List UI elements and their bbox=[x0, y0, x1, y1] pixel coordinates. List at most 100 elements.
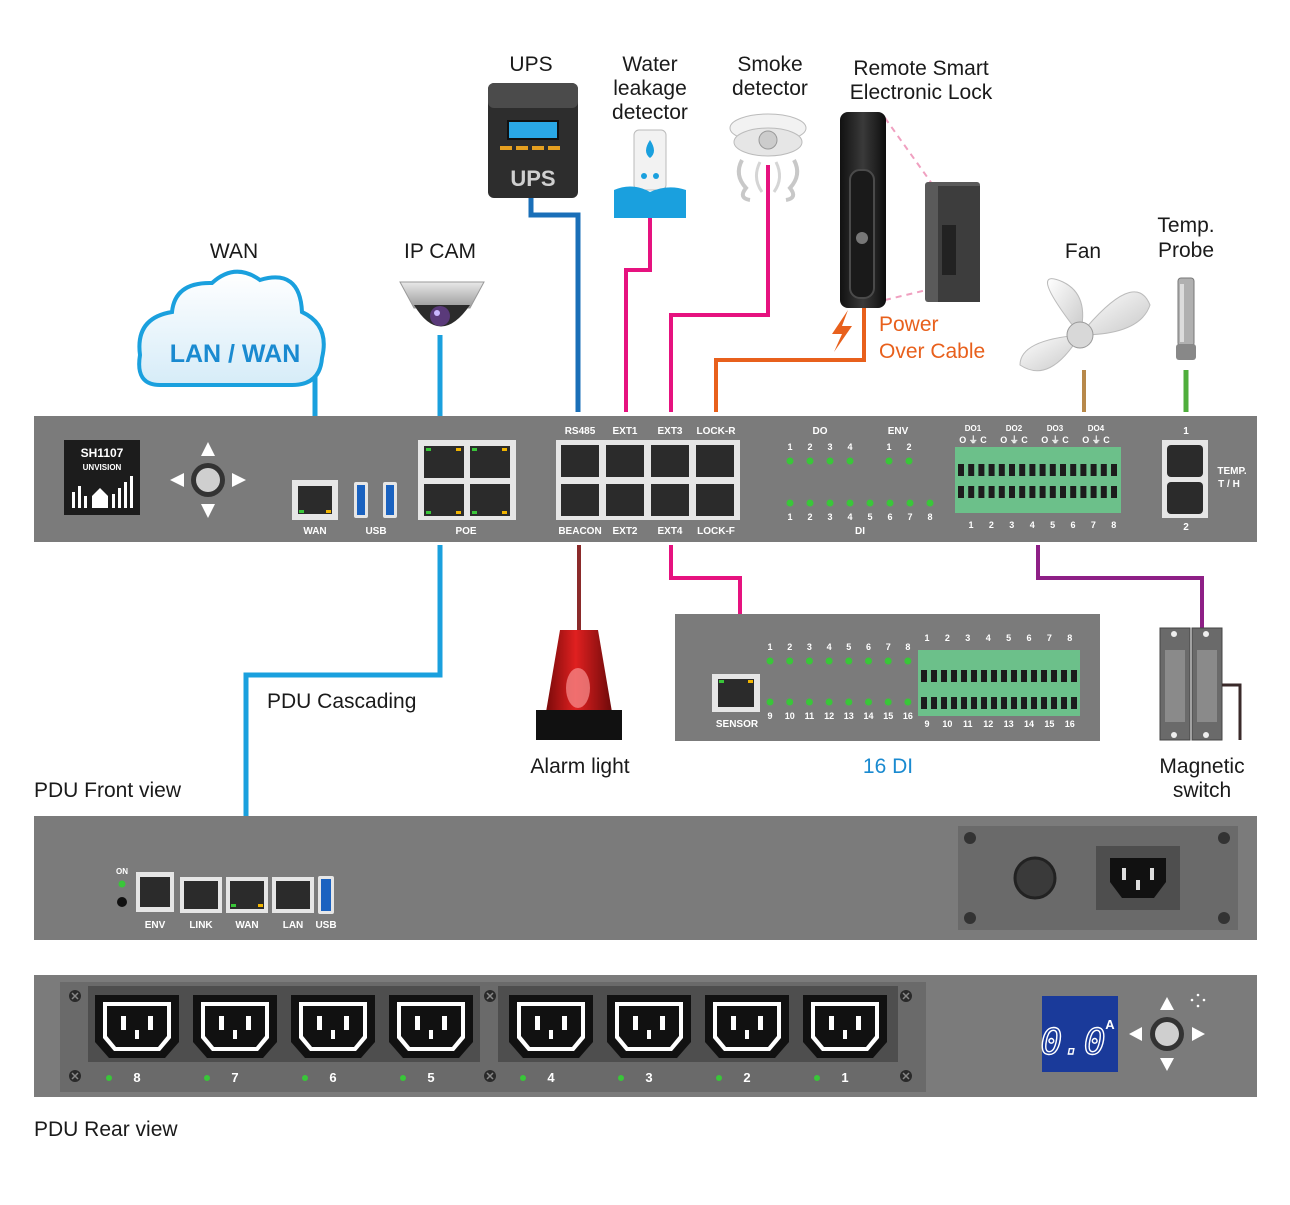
navigation-joystick[interactable] bbox=[170, 442, 246, 518]
outlet-pin bbox=[331, 1030, 335, 1039]
sensor-port-block[interactable] bbox=[556, 440, 740, 520]
front-link-port[interactable] bbox=[180, 877, 222, 913]
di-title: DI bbox=[855, 526, 865, 537]
temp-probe-icon bbox=[1176, 277, 1196, 360]
outlet-7: 7 bbox=[193, 995, 277, 1085]
cloud-text: LAN / WAN bbox=[170, 340, 301, 368]
do-title: DO bbox=[813, 426, 828, 437]
smoke-label-line2: detector bbox=[732, 77, 808, 100]
wan-port-label: WAN bbox=[303, 526, 326, 537]
usb-ports[interactable] bbox=[354, 482, 397, 518]
di16-bottom-led bbox=[825, 698, 833, 706]
terminal-slot bbox=[1070, 464, 1077, 476]
ups-cable bbox=[528, 195, 581, 412]
relay-num: 5 bbox=[1050, 520, 1055, 530]
terminal-slot bbox=[1049, 486, 1056, 498]
do-num: 2 bbox=[807, 442, 812, 452]
di16-top-led bbox=[865, 657, 872, 665]
outlet-2: 2 bbox=[705, 995, 789, 1085]
terminal-slot bbox=[981, 697, 987, 709]
di16-top-num: 6 bbox=[866, 642, 871, 652]
terminal-slot bbox=[1011, 670, 1017, 682]
di16-bottom-num: 11 bbox=[805, 711, 815, 721]
di-num: 7 bbox=[907, 512, 912, 522]
screw-cross bbox=[486, 1072, 494, 1080]
outlet-number: 7 bbox=[231, 1070, 238, 1085]
cascading-cable bbox=[243, 545, 443, 895]
outlet-number: 6 bbox=[329, 1070, 336, 1085]
power-switch[interactable] bbox=[1013, 856, 1057, 900]
terminal-slot bbox=[1061, 697, 1067, 709]
wan-cloud: LAN / WAN bbox=[137, 269, 326, 387]
alarm-label: Alarm light bbox=[530, 755, 630, 778]
di16-top-num: 8 bbox=[905, 642, 910, 652]
front-wan-port[interactable] bbox=[226, 877, 268, 913]
front-reset-button[interactable] bbox=[117, 897, 127, 907]
terminal-slot bbox=[1009, 486, 1015, 498]
poe-ports[interactable] bbox=[418, 440, 516, 520]
di-led bbox=[886, 499, 894, 507]
lock-r-label: LOCK-R bbox=[697, 426, 737, 437]
relay-num: 3 bbox=[1009, 520, 1014, 530]
power-label-line2: Over Cable bbox=[879, 340, 986, 363]
terminal-slot bbox=[1080, 464, 1087, 476]
env-led bbox=[905, 457, 913, 465]
screw-cross bbox=[71, 992, 79, 1000]
di16-terminal-top-num: 5 bbox=[1006, 633, 1011, 643]
terminal-slot bbox=[1001, 697, 1007, 709]
di16-top-led bbox=[786, 657, 794, 665]
lock-label-line1: Remote Smart bbox=[853, 57, 989, 80]
relay-num: 4 bbox=[1030, 520, 1035, 530]
front-usb-port[interactable] bbox=[318, 876, 334, 914]
power-label-line1: Power bbox=[879, 313, 939, 336]
di16-terminal-bottom-num: 13 bbox=[1004, 719, 1014, 729]
outlet-pin bbox=[549, 1030, 553, 1039]
rear-screws bbox=[69, 990, 912, 1082]
outlet-cavity bbox=[303, 1006, 363, 1047]
temp-label-line1: Temp. bbox=[1157, 214, 1215, 237]
front-wan-label: WAN bbox=[235, 920, 258, 931]
outlet-led bbox=[204, 1075, 210, 1081]
terminal-slot bbox=[991, 697, 997, 709]
di16-bottom-led bbox=[845, 698, 853, 706]
lightning-icon bbox=[832, 310, 852, 352]
outlet-pin bbox=[745, 1030, 749, 1039]
di16-sensor-port[interactable] bbox=[712, 674, 760, 712]
env-led bbox=[885, 457, 893, 465]
di16-label: 16 DI bbox=[862, 755, 914, 778]
terminal-slot bbox=[988, 486, 995, 498]
front-lan-port[interactable] bbox=[272, 877, 314, 913]
terminal-slot bbox=[968, 486, 975, 498]
lock-f-label: LOCK-F bbox=[697, 526, 735, 537]
magnetic-label-line1: Magnetic bbox=[1159, 755, 1245, 778]
water-cable bbox=[624, 215, 652, 412]
di16-sensor-label: SENSOR bbox=[716, 719, 759, 730]
di16-top-led bbox=[805, 657, 813, 665]
cables bbox=[243, 117, 1204, 895]
do-num: 3 bbox=[827, 442, 832, 452]
di16-bottom-num: 9 bbox=[767, 711, 772, 721]
di16-terminal-top-num: 3 bbox=[965, 633, 970, 643]
outlet-pin bbox=[731, 1016, 736, 1030]
temp-port-block[interactable] bbox=[1162, 440, 1208, 518]
relay-num: 2 bbox=[989, 520, 994, 530]
outlet-pin bbox=[121, 1016, 126, 1030]
di16-bottom-num: 12 bbox=[824, 711, 834, 721]
front-on-label: ON bbox=[116, 867, 128, 876]
water-label-line2: leakage bbox=[613, 77, 687, 100]
wan-port[interactable] bbox=[292, 480, 338, 520]
model-text: SH1107 bbox=[81, 446, 124, 460]
terminal-slot bbox=[1060, 486, 1066, 498]
front-env-port[interactable] bbox=[136, 872, 174, 912]
terminal-slot bbox=[1100, 486, 1107, 498]
ext1-label: EXT1 bbox=[612, 426, 637, 437]
di16-terminal-top-num: 8 bbox=[1067, 633, 1072, 643]
terminal-slot bbox=[941, 697, 947, 709]
di16-terminal-bottom-num: 14 bbox=[1024, 719, 1034, 729]
di16-terminal-bottom-num: 15 bbox=[1044, 719, 1054, 729]
rear-navigation-joystick[interactable] bbox=[1129, 997, 1205, 1071]
di-led bbox=[906, 499, 914, 507]
terminal-slot bbox=[931, 670, 937, 682]
